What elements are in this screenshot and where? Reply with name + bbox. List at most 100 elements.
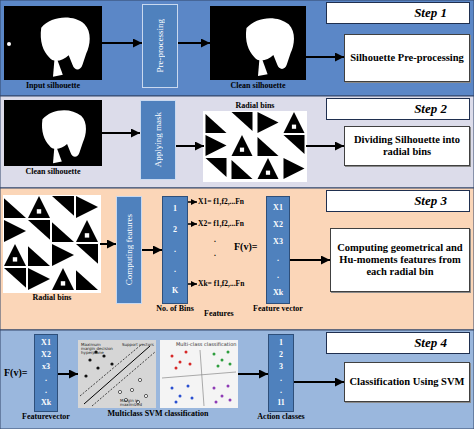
description-text: Silhouette Pre-processing [350,52,464,64]
flow-arrow [58,373,78,375]
feature-text: X1= f1,f2,...Fn [198,198,244,206]
silhouette-frame [4,6,102,80]
silhouette-frame [4,100,102,166]
flow-arrow [178,42,210,44]
index-item: X1 [273,204,283,212]
description-box: Computing geometrical and Hu-moments fea… [330,228,470,292]
flow-arrow [290,259,330,261]
index-item: X3 [273,238,283,246]
feature-vector-box: X1X2X3..XkFeature vector [266,196,290,304]
index-item: 11 [277,399,285,407]
hand-silhouette [246,18,294,76]
index-item: . [280,375,282,383]
feature-arrows [188,202,197,284]
flow-arrow [102,132,140,134]
silhouette-frame [210,6,306,80]
flow-arrow [100,243,116,245]
silhouette-image: Input silhouette [4,6,102,80]
caption: Radial bins [236,102,275,110]
index-item: 2 [279,351,283,359]
class-points [213,385,232,404]
radial-bins-image: Radial bins [204,112,306,182]
flow-arrow [176,145,204,147]
index-item: . [280,387,282,395]
step-title: Step 4 [414,335,447,351]
ellipsis-dot: . [214,250,216,258]
caption: Featurevector [22,413,70,421]
margin-line [80,344,142,396]
feature-text: Xk= f1,f2,...Fn [198,280,244,288]
band [0,96,474,188]
caption: Clean silhouette [231,82,286,90]
svm-plot-area [78,340,156,408]
caption: Action classes [257,413,304,421]
plot-annotation: Maximum margin decision hyperplane [81,343,115,355]
class-points [213,351,232,368]
process-label: Pre-processing [155,19,165,73]
vector-symbol: F(v)= [4,368,27,378]
step-title: Step 3 [414,193,447,209]
index-item: K [172,287,178,295]
bin-index-box: 12..KNo. of Bins [162,196,188,304]
description-text: Computing geometrical and Hu-moments fea… [335,242,465,278]
caption: Multiclass SVM classification [108,410,209,418]
process-label: Applying mask [153,112,163,167]
silhouette-image: Clean silhouette [210,6,306,80]
feature-text: X2= f1,f2,...Fn [198,220,244,228]
plot-title: Multi-class classification [176,342,236,347]
bins-frame [203,111,307,182]
hand-silhouette [41,18,90,77]
index-item: . [277,272,279,280]
index-item: X2 [41,351,51,359]
index-item: Xk [273,289,283,297]
caption: Features [204,310,234,318]
step-title: Step 1 [414,5,447,21]
class-points [171,351,192,370]
index-item: 1 [173,205,177,213]
feature-arrow [188,201,197,203]
caption: Feature vector [253,305,303,313]
index-item: Xk [41,399,51,407]
plot-annotation: Margin is maximized [120,399,154,407]
radial-bins-image [203,111,307,182]
band [0,188,474,330]
description-text: Dividing Silhouette into radial bins [349,134,465,158]
class-points [171,385,194,404]
band [0,0,474,96]
index-item: . [45,387,47,395]
step-label-box: Step 1 [326,2,470,24]
action-class-box: 123..11Action classes [268,334,294,412]
ellipsis-dot: . [214,236,216,244]
index-item: 2 [173,226,177,234]
description-box: Classification Using SVM [344,362,470,402]
margin-line [92,352,155,406]
multiclass-plot [160,340,238,408]
flow-arrow [142,249,162,251]
index-item: . [174,246,176,254]
step-label-box: Step 2 [326,98,470,120]
caption: Clean silhouette [26,168,81,176]
multiclass-plot-area [160,340,238,408]
description-text: Classification Using SVM [350,376,465,388]
caption: Input silhouette [26,82,80,90]
caption: Radial bins [33,294,72,302]
svm-plot [78,340,156,408]
flow-arrow [102,42,142,44]
process-box: Applying mask [140,100,176,180]
index-item: 1 [279,339,283,347]
process-box: Computing features [116,196,142,304]
class-boundary [200,350,204,406]
feature-arrow [188,283,197,285]
index-item: X1 [41,339,51,347]
radial-bins-image [3,195,101,293]
feature-arrow [188,223,197,225]
step-title: Step 2 [414,101,447,117]
description-box: Dividing Silhouette into radial bins [344,126,470,166]
flow-arrow [306,56,344,58]
feature-vector-box: X1X2x3..XkFeaturevector [34,334,58,412]
process-label: Computing features [124,214,134,285]
hand-silhouette [42,110,86,163]
process-box: Pre-processing [142,4,178,88]
